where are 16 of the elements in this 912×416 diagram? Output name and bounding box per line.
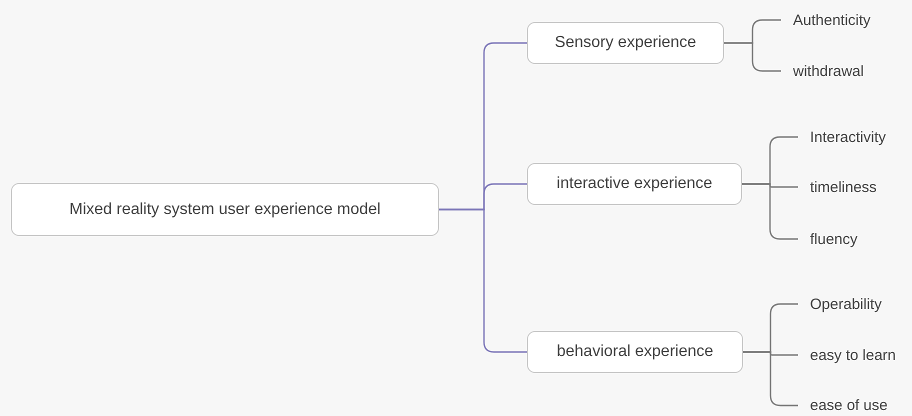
subtopic-label: Authenticity [781, 9, 891, 31]
subtopic-label: fluency [798, 228, 908, 250]
subtopic-label: ease of use [798, 395, 908, 416]
subtopic-label: withdrawal [781, 60, 891, 82]
connector-line [724, 42, 781, 72]
connector-line [743, 351, 798, 406]
topic-box: Mixed reality system user experience model [11, 183, 439, 236]
subtopic-label: timeliness [798, 176, 908, 198]
subtopic-label: Interactivity [798, 126, 908, 148]
connector-line [742, 183, 798, 240]
connector-line [439, 208, 527, 353]
topic-box: Sensory experience [527, 22, 724, 64]
topic-box: interactive experience [527, 163, 742, 205]
subtopic-label: easy to learn [798, 344, 910, 366]
subtopic-label: Operability [798, 293, 908, 315]
topic-box: behavioral experience [527, 331, 743, 373]
